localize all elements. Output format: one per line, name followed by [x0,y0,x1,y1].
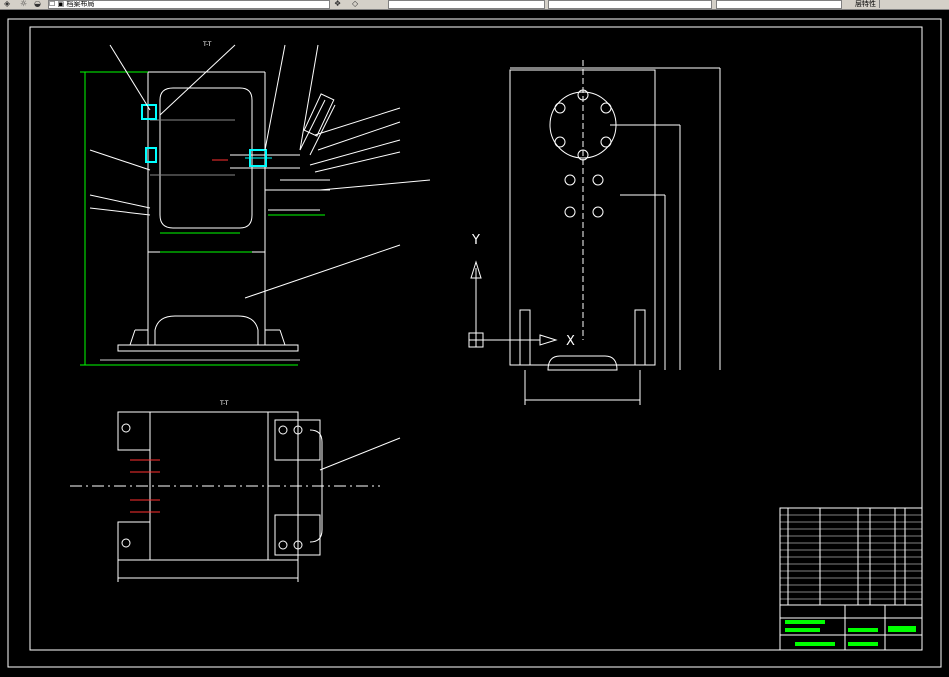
plotstyle-combo[interactable] [716,0,842,9]
front-leaders [89,44,431,299]
linetype-combo[interactable] [388,0,545,9]
axis-x-label: X [566,334,575,349]
front-accent [141,104,272,167]
color-icon[interactable]: ❖ [334,0,342,8]
title-block [779,507,923,651]
top-red-marks [130,459,160,513]
layer-properties-button[interactable]: 层特性 [852,0,880,8]
sun-icon[interactable]: ☼ [20,0,28,8]
outer-border [7,18,942,668]
drawing-canvas[interactable]: T-T Y X [0,10,949,673]
layer-properties-label: 层特性 [855,0,876,8]
ucs-icon [468,260,558,348]
cad-drawing: T-T Y X [7,18,942,668]
title-block-rows [780,514,922,600]
front-view [100,71,336,361]
cad-toolbar: ◈ ☼ ◒ ☐ ▣ 档案布局 ❖ ◇ 层特性 [0,0,949,10]
front-dimensions [80,71,325,366]
zoom-icon[interactable]: ◇ [352,0,359,8]
title-block-green-text [785,620,916,646]
side-view [509,60,656,371]
view-label-front: T-T [202,41,212,48]
lock-icon[interactable]: ◒ [34,0,41,8]
layer-combo-value: ☐ ▣ 档案布局 [49,0,95,8]
side-dimensions [510,67,721,405]
top-view [70,411,401,582]
axis-y-label: Y [471,233,480,248]
lineweight-combo[interactable] [548,0,712,9]
view-label-top: T-T [219,400,229,407]
layer-icon[interactable]: ◈ [4,0,11,8]
inner-border [29,26,923,651]
layer-combo[interactable]: ☐ ▣ 档案布局 [48,0,330,9]
